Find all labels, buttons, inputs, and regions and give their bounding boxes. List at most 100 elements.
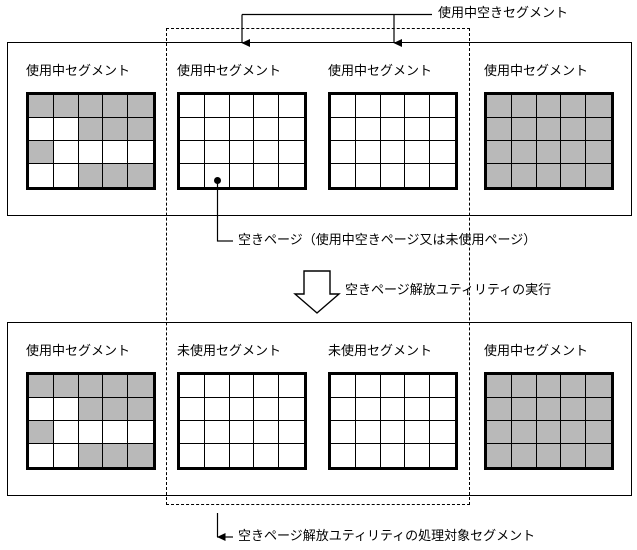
page-cell: [586, 141, 611, 164]
before-segment-3-label: 使用中セグメント: [328, 64, 433, 79]
page-cell: [78, 95, 104, 118]
page-cell: [487, 421, 512, 444]
note-free-page: 空きページ（使用中空きページ又は未使用ページ）: [238, 233, 537, 248]
page-cell: [204, 444, 230, 467]
page-cell: [536, 421, 562, 444]
page-cell: [279, 118, 304, 141]
page-cell: [279, 95, 304, 118]
page-cell: [53, 421, 79, 444]
page-cell: [103, 118, 129, 141]
page-cell: [536, 95, 562, 118]
page-cell: [29, 95, 54, 118]
page-cell: [561, 398, 587, 421]
page-cell: [355, 398, 381, 421]
page-cell: [405, 164, 431, 187]
page-cell: [511, 421, 537, 444]
page-cell: [103, 375, 129, 398]
page-cell: [180, 398, 205, 421]
note-target-segments: 空きページ解放ユティリティの処理対象セグメント: [238, 529, 536, 544]
after-segment-1-grid: [26, 372, 156, 470]
page-cell: [78, 421, 104, 444]
page-cell: [78, 375, 104, 398]
page-cell: [511, 164, 537, 187]
page-cell: [561, 141, 587, 164]
page-cell: [229, 444, 255, 467]
page-cell: [128, 421, 153, 444]
page-cell: [180, 95, 205, 118]
free-page-leader-line: [216, 181, 233, 242]
used-empty-segment-callout-lines: [241, 13, 432, 47]
free-page-dot: [214, 177, 221, 184]
before-segment-2-grid: [177, 92, 307, 190]
page-cell: [103, 444, 129, 467]
page-cell: [355, 95, 381, 118]
page-cell: [586, 421, 611, 444]
page-cell: [331, 444, 356, 467]
page-cell: [53, 375, 79, 398]
page-cell: [380, 118, 406, 141]
page-cell: [355, 421, 381, 444]
note-used-empty-segment: 使用中空きセグメント: [438, 6, 569, 21]
page-cell: [78, 164, 104, 187]
page-cell: [229, 164, 255, 187]
page-cell: [29, 444, 54, 467]
page-cell: [128, 118, 153, 141]
after-segment-3-grid: [328, 372, 458, 470]
page-cell: [430, 375, 455, 398]
after-segment-3-label: 未使用セグメント: [328, 344, 433, 359]
page-cell: [229, 421, 255, 444]
page-cell: [511, 118, 537, 141]
page-cell: [53, 141, 79, 164]
page-cell: [487, 398, 512, 421]
utility-execution-block-arrow: [293, 270, 341, 314]
page-cell: [29, 141, 54, 164]
page-cell: [380, 164, 406, 187]
page-cell: [229, 118, 255, 141]
page-cell: [331, 141, 356, 164]
page-cell: [29, 375, 54, 398]
page-cell: [355, 375, 381, 398]
page-cell: [254, 398, 280, 421]
page-cell: [405, 444, 431, 467]
page-cell: [180, 444, 205, 467]
page-cell: [561, 118, 587, 141]
page-cell: [53, 118, 79, 141]
page-cell: [204, 164, 230, 187]
page-cell: [561, 95, 587, 118]
page-cell: [204, 118, 230, 141]
page-cell: [78, 141, 104, 164]
page-cell: [586, 118, 611, 141]
page-cell: [78, 118, 104, 141]
page-cell: [536, 118, 562, 141]
page-cell: [430, 164, 455, 187]
page-cell: [430, 398, 455, 421]
page-cell: [279, 375, 304, 398]
page-cell: [536, 141, 562, 164]
page-cell: [180, 421, 205, 444]
page-cell: [53, 444, 79, 467]
page-cell: [229, 398, 255, 421]
page-cell: [380, 141, 406, 164]
page-cell: [355, 164, 381, 187]
page-cell: [180, 164, 205, 187]
page-cell: [511, 141, 537, 164]
page-cell: [331, 398, 356, 421]
page-cell: [128, 95, 153, 118]
page-cell: [511, 398, 537, 421]
page-cell: [511, 444, 537, 467]
page-cell: [586, 95, 611, 118]
page-cell: [487, 141, 512, 164]
page-cell: [103, 421, 129, 444]
page-cell: [254, 421, 280, 444]
page-cell: [229, 95, 255, 118]
page-cell: [355, 444, 381, 467]
page-cell: [380, 398, 406, 421]
page-cell: [29, 164, 54, 187]
page-cell: [204, 141, 230, 164]
page-cell: [561, 375, 587, 398]
page-cell: [536, 398, 562, 421]
page-cell: [561, 164, 587, 187]
page-cell: [180, 141, 205, 164]
